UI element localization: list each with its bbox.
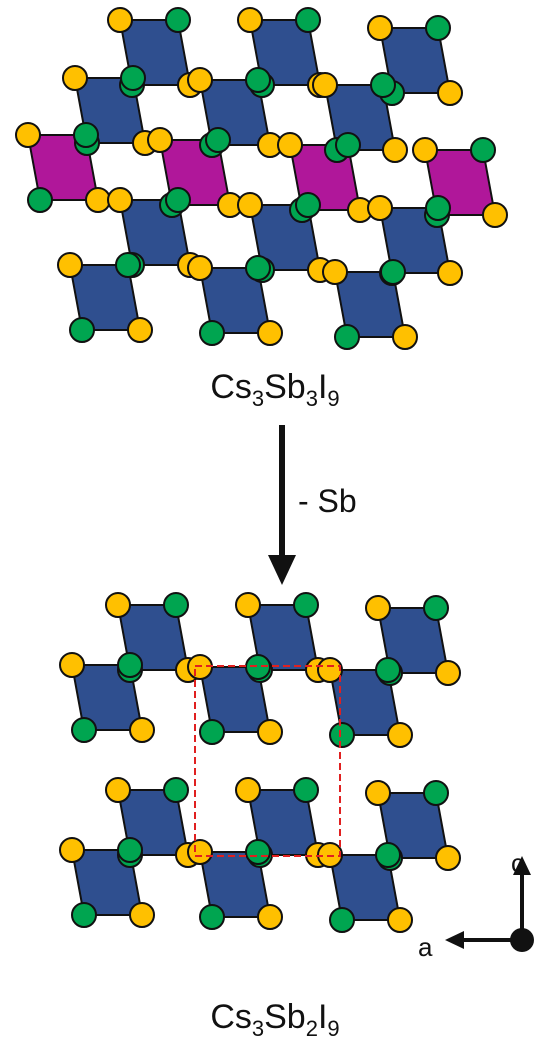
iodine-atom-green [334,324,360,350]
remove-sb-label: - Sb [298,483,357,519]
iodine-atom-orange [57,252,83,278]
iodine-atom-green [295,192,321,218]
iodine-atom-orange [147,127,173,153]
iodine-atom-orange [365,780,391,806]
iodine-atom-orange [257,719,283,745]
iodine-atom-green [329,907,355,933]
iodine-atom-green [117,652,143,678]
iodine-atom-green [370,72,396,98]
axis-indicator: c a [418,848,534,962]
iodine-atom-orange [257,320,283,346]
iodine-atom-orange [127,317,153,343]
iodine-atom-green [120,65,146,91]
iodine-atom-orange [435,660,461,686]
iodine-atom-green [245,255,271,281]
arrow-head [268,555,296,585]
iodine-atom-green [165,187,191,213]
iodine-atom-orange [437,260,463,286]
iodine-atom-green [295,7,321,33]
iodine-atom-green [115,252,141,278]
cs3sb2i9-formula: Cs3Sb2I9 [210,998,339,1038]
iodine-atom-green [293,592,319,618]
iodine-atom-orange [437,80,463,106]
iodine-atom-orange [85,187,111,213]
iodine-atom-orange [435,845,461,871]
iodine-atom-green [199,320,225,346]
iodine-atom-orange [105,592,131,618]
iodine-atom-orange [107,7,133,33]
iodine-atom-orange [317,657,343,683]
iodine-atom-green [335,132,361,158]
iodine-atom-orange [322,259,348,285]
iodine-atom-orange [387,722,413,748]
iodine-atom-orange [257,904,283,930]
iodine-atom-orange [107,187,133,213]
iodine-atom-orange [187,67,213,93]
c-axis-label: c [511,848,524,878]
cs3sb3i9-layered-structure [15,7,508,350]
a-axis-arrowhead [445,931,464,949]
iodine-atom-green [69,317,95,343]
iodine-atom-green [199,904,225,930]
axis-origin-dot [510,928,534,952]
iodine-atom-green [375,657,401,683]
iodine-atom-orange [367,15,393,41]
a-axis-label: a [418,932,433,962]
iodine-atom-orange [235,777,261,803]
iodine-atom-orange [129,902,155,928]
iodine-atom-green [245,67,271,93]
iodine-atom-green [27,187,53,213]
c-axis-arrowhead [513,856,531,875]
iodine-atom-orange [105,777,131,803]
iodine-atom-orange [387,907,413,933]
iodine-atom-green [205,127,231,153]
iodine-atom-green [375,842,401,868]
iodine-atom-green [199,719,225,745]
iodine-atom-orange [277,132,303,158]
iodine-atom-orange [482,202,508,228]
iodine-atom-green [380,259,406,285]
cs3sb2i9-layered-structure [59,592,461,933]
iodine-atom-green [425,15,451,41]
iodine-atom-orange [392,324,418,350]
iodine-atom-orange [312,72,338,98]
iodine-atom-orange [237,192,263,218]
iodine-atom-green [163,592,189,618]
iodine-atom-orange [187,839,213,865]
iodine-atom-green [71,902,97,928]
iodine-atom-orange [365,595,391,621]
iodine-atom-orange [382,137,408,163]
iodine-atom-orange [187,255,213,281]
iodine-atom-green [245,839,271,865]
iodine-atom-green [165,7,191,33]
transformation-arrow [268,425,296,585]
iodine-atom-green [71,717,97,743]
iodine-atom-orange [129,717,155,743]
iodine-atom-orange [59,652,85,678]
iodine-atom-green [163,777,189,803]
iodine-atom-green [425,195,451,221]
iodine-atom-green [423,595,449,621]
iodine-atom-orange [237,7,263,33]
iodine-atom-orange [62,65,88,91]
iodine-atom-orange [15,122,41,148]
iodine-atom-green [293,777,319,803]
iodine-atom-green [423,780,449,806]
iodine-atom-green [117,837,143,863]
iodine-atom-green [329,722,355,748]
iodine-atom-green [73,122,99,148]
iodine-atom-green [470,137,496,163]
iodine-atom-orange [367,195,393,221]
cs3sb3i9-formula: Cs3Sb3I9 [210,368,339,411]
unit-cell-box [194,665,341,857]
iodine-atom-orange [235,592,261,618]
iodine-atom-orange [59,837,85,863]
iodine-atom-orange [412,137,438,163]
